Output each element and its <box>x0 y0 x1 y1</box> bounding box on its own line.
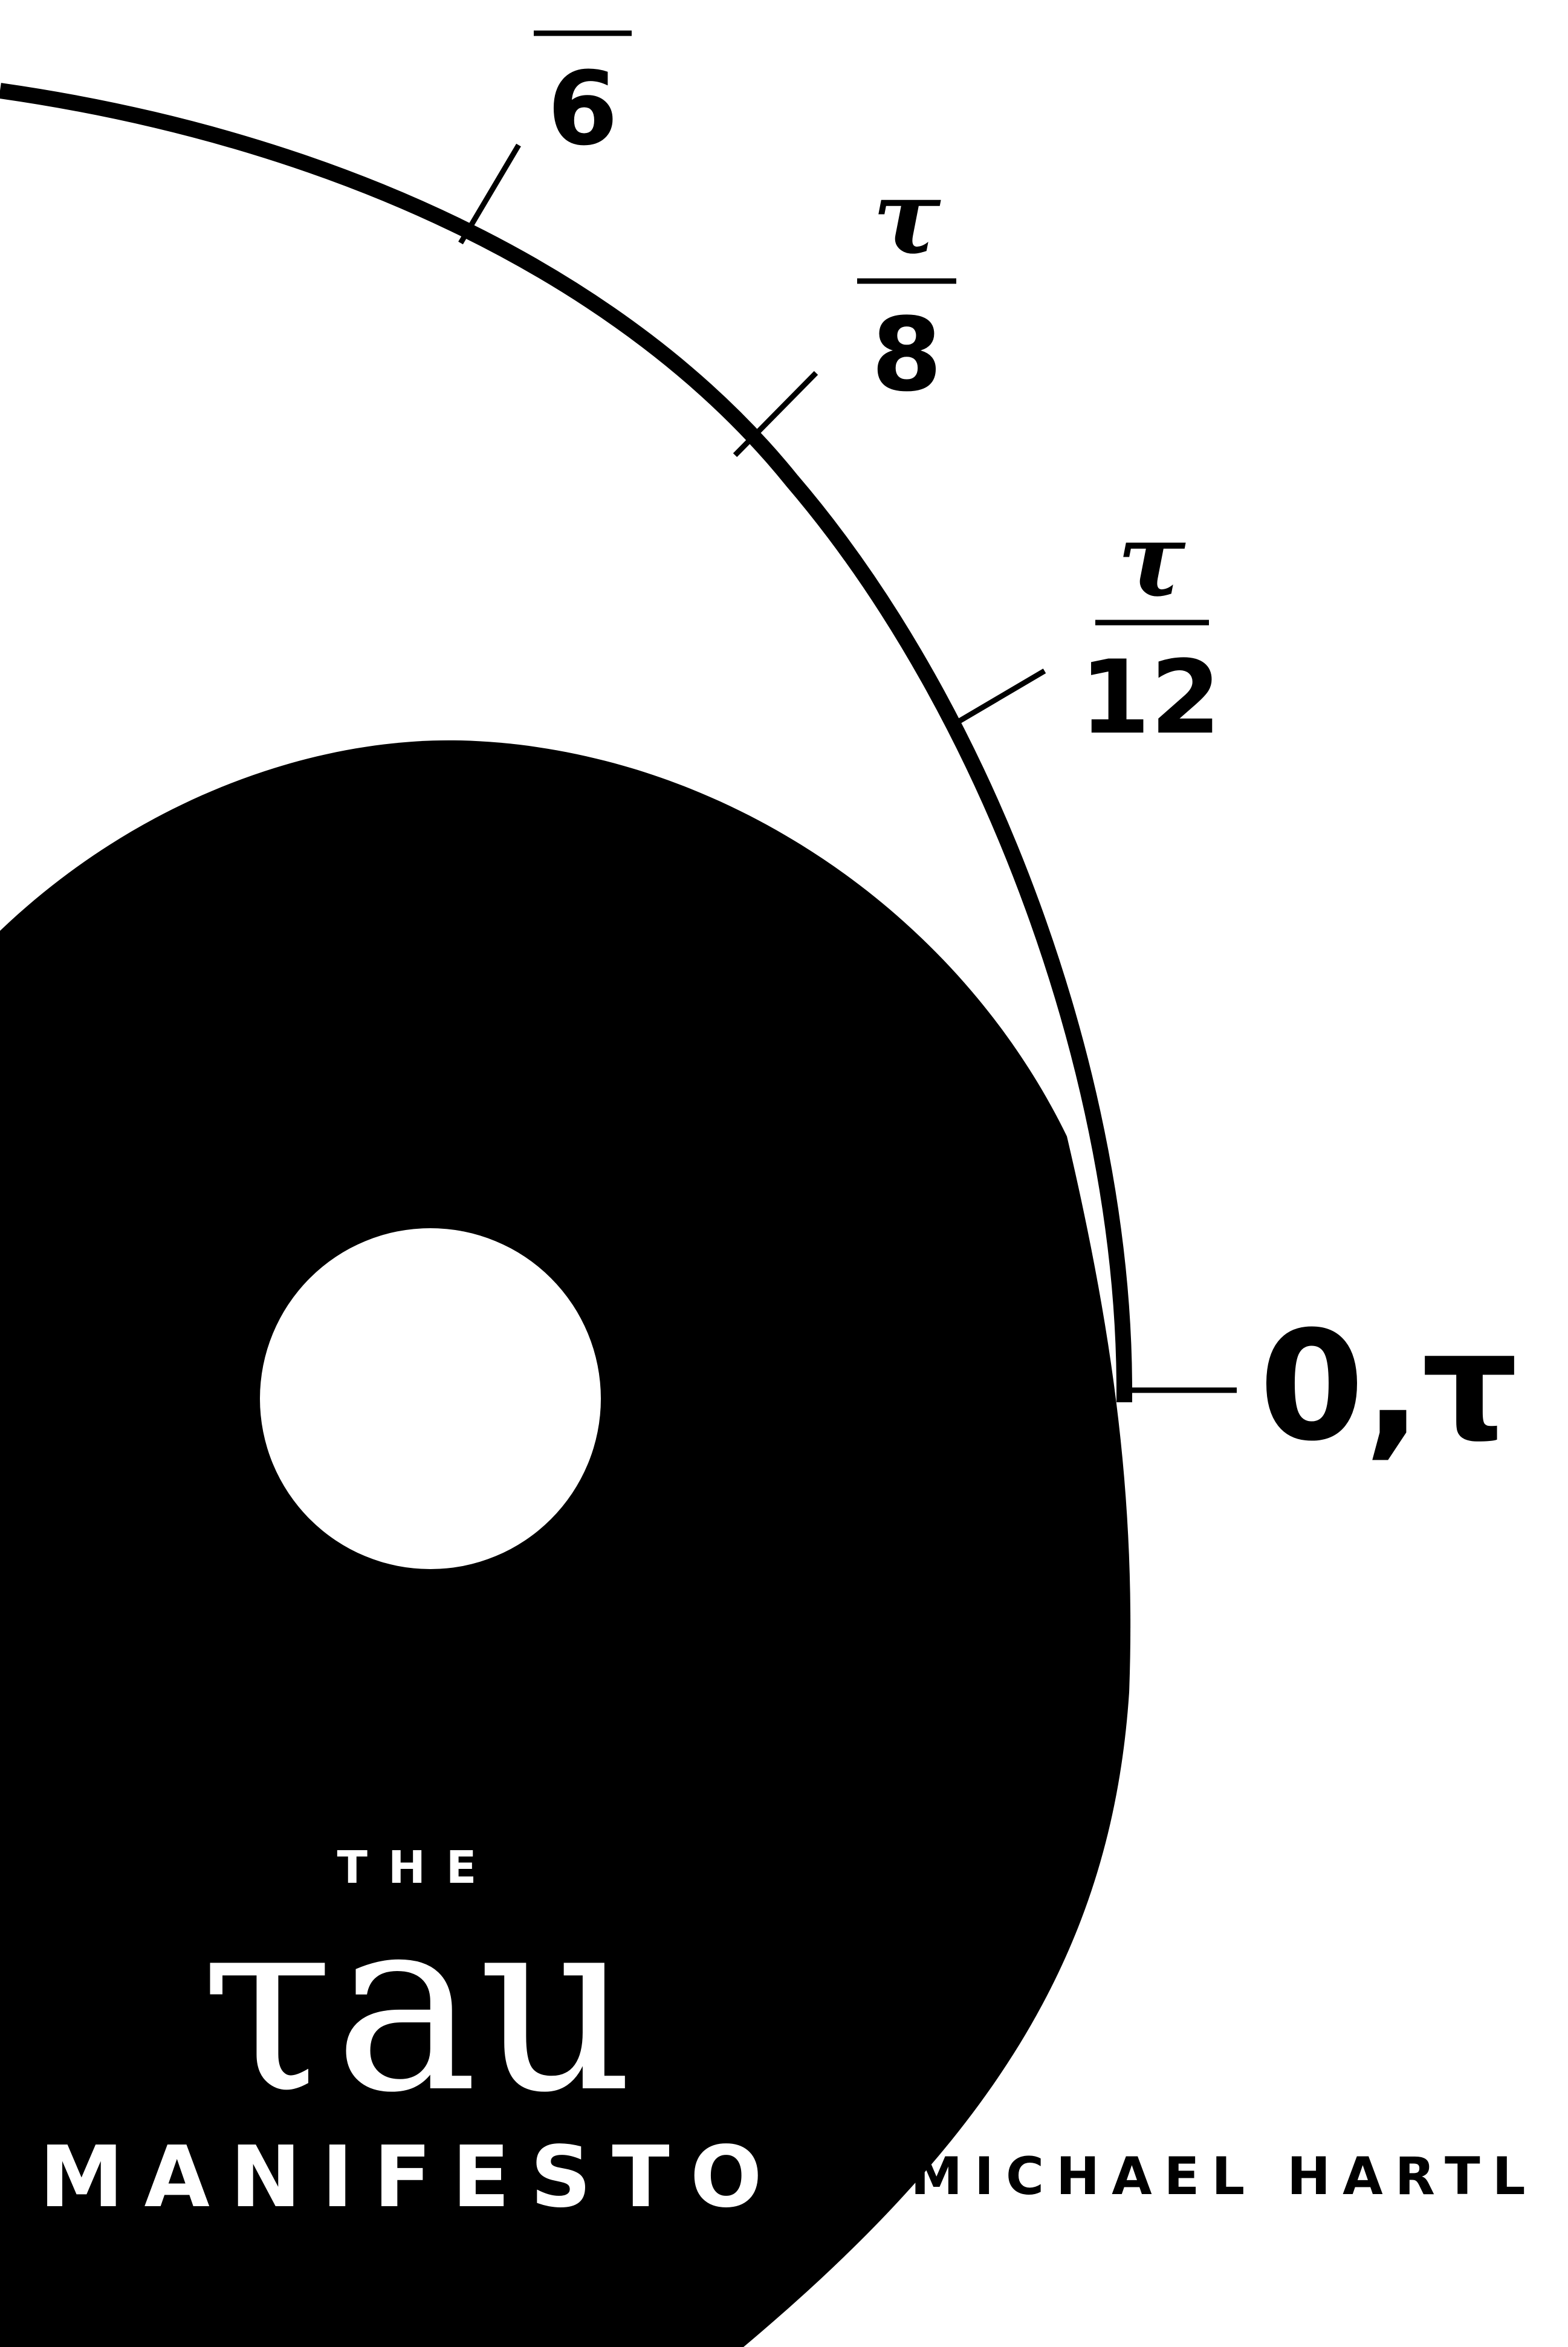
outer-circle-arc <box>0 83 1132 1402</box>
denominator-12: 12 <box>1080 638 1221 757</box>
title-word: τau <box>200 1865 633 2146</box>
black-head-shape <box>0 740 1131 2347</box>
tick-tau-over-12 <box>947 668 1046 730</box>
title-suffix: MANIFESTO <box>39 2128 783 2227</box>
numerator-tau-8: τ <box>872 157 941 277</box>
tick-tau-over-6 <box>458 143 521 245</box>
denominator-8: 8 <box>872 296 942 414</box>
white-center-hole <box>260 1228 601 1569</box>
denominator-6: 6 <box>548 50 618 168</box>
author-name: MICHAEL HARTL <box>910 2146 1537 2207</box>
numerator-tau-12: τ <box>1117 500 1186 620</box>
title-prefix: THE <box>337 1842 497 1894</box>
tick-tau-over-8 <box>733 371 818 458</box>
label-zero-tau: 0,τ <box>1259 1298 1518 1474</box>
